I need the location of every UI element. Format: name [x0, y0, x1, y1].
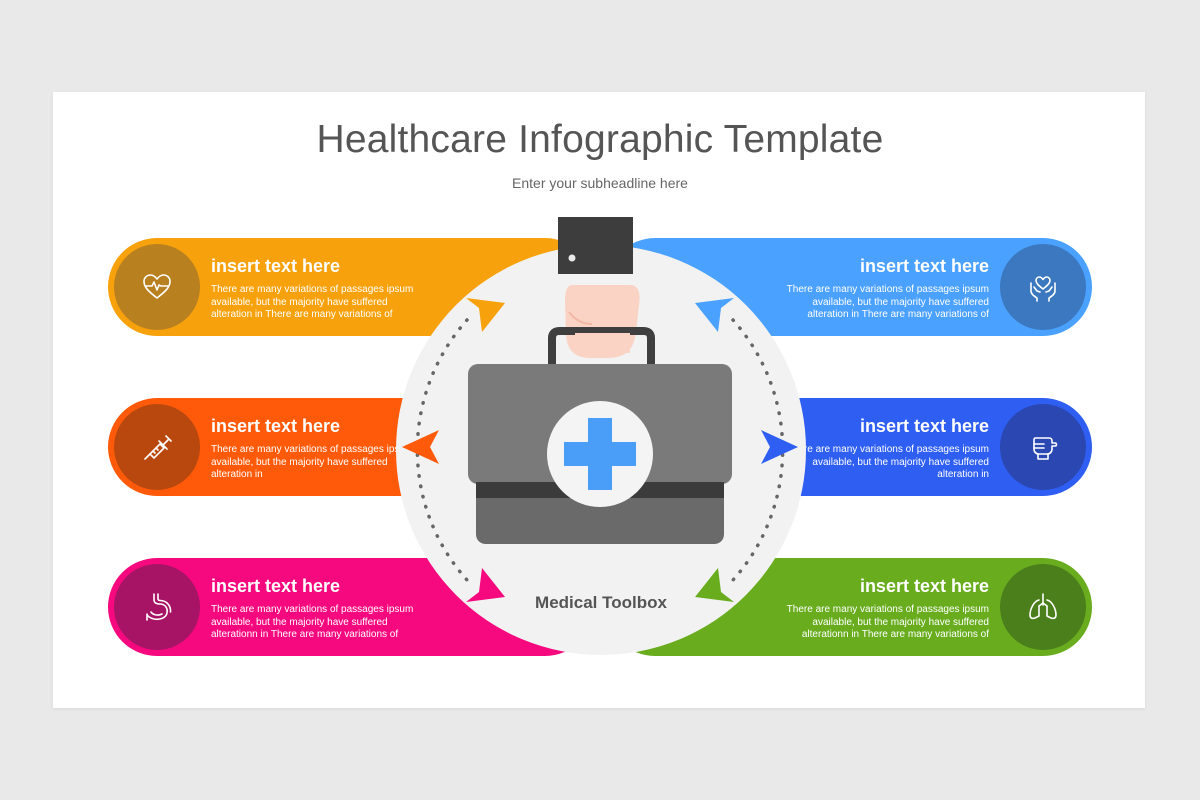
bandaged-hand-icon	[1033, 437, 1058, 460]
icon-disc	[114, 564, 200, 650]
item-title: insert text here	[859, 416, 989, 436]
page-subtitle: Enter your subheadline here	[512, 175, 688, 191]
heart-pulse-icon	[143, 274, 171, 299]
arrow-bottom-right	[695, 568, 734, 602]
icon-disc	[1000, 564, 1086, 650]
item-text: There are many variations of passages ip…	[786, 284, 989, 320]
item-text: There are many variations of passages ip…	[211, 284, 414, 320]
item-title: insert text here	[859, 576, 989, 596]
item-text: There are many variations of passages ip…	[211, 444, 414, 480]
plus-icon	[564, 418, 636, 490]
item-text: There are many variations of passages ip…	[786, 604, 989, 640]
item-title: insert text here	[211, 256, 341, 276]
center-label: Medical Toolbox	[535, 593, 667, 612]
icon-disc	[1000, 244, 1086, 330]
page-title: Healthcare Infographic Template	[316, 118, 884, 161]
item-title: insert text here	[211, 576, 341, 596]
caring-hands-icon	[1030, 276, 1056, 302]
arrow-top-left	[466, 298, 505, 332]
arrow-top-right	[695, 298, 734, 332]
lungs-icon	[1029, 593, 1057, 620]
medical-toolbox-icon	[468, 217, 732, 544]
case-bottom	[476, 498, 724, 544]
arrow-mid-right	[761, 430, 798, 464]
arrow-bottom-left	[466, 568, 505, 602]
icon-disc	[1000, 404, 1086, 490]
stomach-icon	[146, 593, 172, 621]
case-handle	[548, 327, 655, 370]
arrow-mid-left	[402, 430, 439, 464]
syringe-icon	[144, 435, 172, 460]
sleeve-button	[568, 254, 576, 262]
item-title: insert text here	[211, 416, 341, 436]
icon-disc	[114, 404, 200, 490]
item-text: There are many variations of passages ip…	[211, 604, 414, 640]
icon-disc	[114, 244, 200, 330]
item-title: insert text here	[859, 256, 989, 276]
sleeve	[558, 217, 633, 274]
item-text: There are many variations of passages ip…	[786, 444, 989, 480]
